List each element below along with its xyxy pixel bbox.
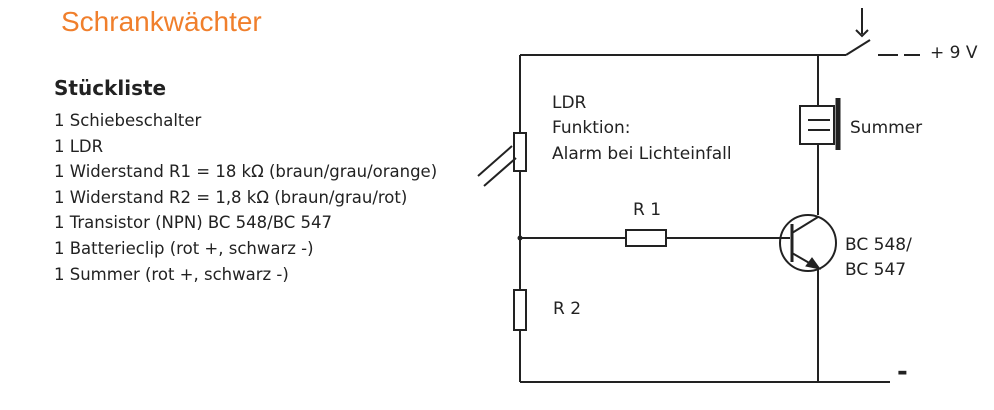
transistor-label-line2: BC 547 <box>845 260 906 280</box>
r1-symbol <box>625 229 667 247</box>
plus-9v-label: + 9 V <box>930 43 978 63</box>
transistor-collector <box>791 216 819 234</box>
r2-symbol <box>513 289 527 331</box>
parts-list-items: 1 Schiebeschalter 1 LDR 1 Widerstand R1 … <box>54 108 437 287</box>
function-text: Alarm bei Lichteinfall <box>552 144 732 164</box>
list-item: 1 Transistor (NPN) BC 548/BC 547 <box>54 213 333 233</box>
ldr-symbol <box>513 132 527 172</box>
r2-label: R 2 <box>553 299 581 319</box>
transistor-label-line1: BC 548/ <box>845 235 912 255</box>
list-item: 1 LDR <box>54 136 104 156</box>
switch-contact <box>845 39 871 56</box>
transistor-circle <box>779 214 837 272</box>
list-item: 1 Schiebeschalter <box>54 111 202 130</box>
minus-label: - <box>897 357 908 387</box>
ldr-light-arrow-1 <box>477 145 513 177</box>
transistor-emitter-arrow <box>805 257 822 270</box>
r1-label: R 1 <box>633 200 661 220</box>
buzzer-label: Summer <box>850 118 922 138</box>
function-label: Funktion: <box>552 118 631 138</box>
switch-actuator <box>855 8 869 38</box>
ldr-light-arrow-2 <box>483 157 517 187</box>
list-item: 1 Batterieclip (rot +, schwarz -) <box>54 238 314 258</box>
junction-dot <box>517 235 523 241</box>
list-item: 1 Summer (rot +, schwarz -) <box>54 264 289 284</box>
list-item: 1 Widerstand R1 = 18 kΩ (braun/grau/oran… <box>54 162 438 182</box>
buzzer-body <box>799 105 835 145</box>
page-title: Schrankwächter <box>61 6 262 37</box>
ldr-label: LDR <box>552 93 587 113</box>
list-item: 1 Widerstand R2 = 1,8 kΩ (braun/grau/rot… <box>54 187 408 207</box>
parts-list: Stückliste 1 Schiebeschalter 1 LDR 1 Wid… <box>54 76 437 287</box>
parts-list-heading: Stückliste <box>54 76 167 100</box>
